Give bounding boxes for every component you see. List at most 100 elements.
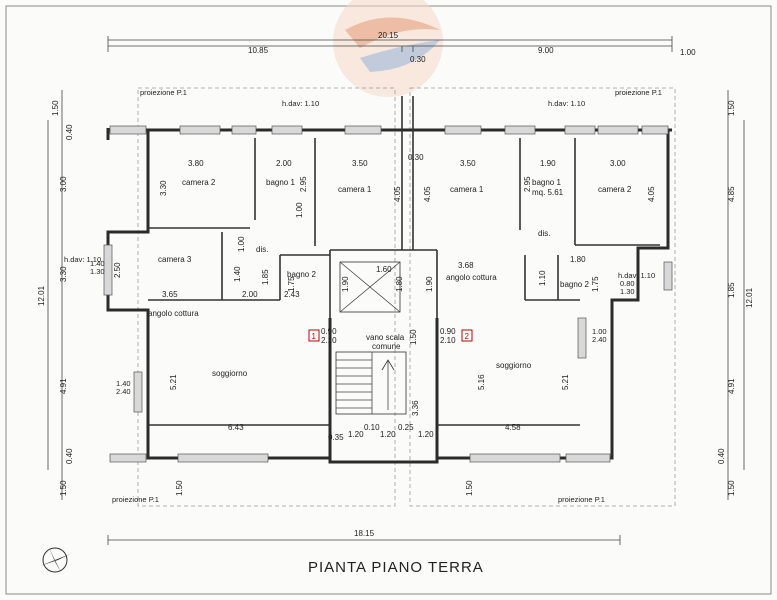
dim-010: 0.10: [364, 423, 380, 432]
dim-200b: 2.00: [242, 290, 258, 299]
door-2-width: 0.90: [440, 327, 456, 336]
dim-180: 1.80: [570, 255, 586, 264]
projection-label-tl: proiezione P.1: [140, 88, 187, 97]
dim-330: 3.30: [159, 180, 168, 196]
stair: [335, 261, 407, 415]
projection-label-br: proiezione P.1: [558, 495, 605, 504]
dim-total-bottom: 18.15: [354, 529, 375, 538]
dim-top-end: 1.00: [680, 48, 696, 57]
projection-box-left: [137, 87, 396, 507]
dim-left-h: 1.50: [59, 480, 68, 496]
dim-521b: 5.21: [561, 374, 570, 390]
dim-175a: 1.75: [287, 276, 296, 292]
room-camera-3: camera 3: [158, 255, 192, 264]
room-soggiorno-right: soggiorno: [496, 361, 532, 370]
dim-035: 0.35: [328, 433, 344, 442]
dim-110: 1.10: [538, 270, 547, 286]
room-camera-1-left: camera 1: [338, 185, 372, 194]
dim-left-b: 0.40: [65, 124, 74, 140]
projection-label-tr: proiezione P.1: [615, 88, 662, 97]
dim-120a: 1.20: [348, 430, 364, 439]
dim-right-c: 1.85: [727, 282, 736, 298]
room-comune: comune: [372, 342, 401, 351]
dim-right-f: 0.40: [717, 448, 726, 464]
drawing-title: PIANTA PIANO TERRA: [308, 559, 484, 576]
dim-185: 1.85: [261, 269, 270, 285]
door-1-height: 2.10: [321, 336, 337, 345]
dim-top-mid: 0.30: [410, 55, 426, 64]
dim-175b: 1.75: [591, 276, 600, 292]
dim-368: 3.68: [458, 261, 474, 270]
dim-643: 6.43: [228, 423, 244, 432]
agency-logo: [333, 0, 443, 97]
dim-295b: 2.95: [523, 176, 532, 192]
dim-140: 1.40: [233, 266, 242, 282]
room-soggiorno-left: soggiorno: [212, 369, 248, 378]
dim-top-right: 9.00: [538, 46, 554, 55]
dim-030: 0.30: [408, 153, 424, 162]
projection-label-bl: proiezione P.1: [112, 495, 159, 504]
room-bagno-1-right: bagno 1: [532, 178, 561, 187]
dim-120b: 1.20: [380, 430, 396, 439]
dim-right-d: 12.01: [745, 287, 754, 308]
dim-380: 3.80: [188, 159, 204, 168]
dim-left-f: 4.91: [59, 378, 68, 394]
dim-right-e: 4.91: [727, 378, 736, 394]
room-bagno-1-left: bagno 1: [266, 178, 295, 187]
dim-190b: 1.90: [341, 276, 350, 292]
dim-025: 0.25: [398, 423, 414, 432]
hdav-top-left: h.dav: 1.10: [282, 99, 319, 108]
room-camera-2-right: camera 2: [598, 185, 632, 194]
dim-190c: 1.90: [425, 276, 434, 292]
dim-left-e: 12.01: [37, 285, 46, 306]
hdav-right: h.dav: 1.10: [618, 271, 655, 280]
dim-350b: 3.50: [460, 159, 476, 168]
hdav-top-right: h.dav: 1.10: [548, 99, 585, 108]
door-1-width: 0.90: [321, 327, 337, 336]
interior-walls: [148, 96, 660, 426]
dim-516: 5.16: [477, 374, 486, 390]
room-dis-left: dis.: [256, 245, 268, 254]
compass-rose-icon: [40, 547, 70, 573]
dim-right-a: 1.50: [727, 100, 736, 116]
room-dis-right: dis.: [538, 229, 550, 238]
projection-box-right: [409, 87, 676, 507]
room-bagno-2-right: bagno 2: [560, 280, 589, 289]
dim-160: 1.60: [376, 265, 392, 274]
dim-250: 2.50: [113, 262, 122, 278]
windows: [103, 125, 673, 463]
dim-top-left: 10.85: [248, 46, 269, 55]
dim-left-d: 3.30: [59, 266, 68, 282]
dim-336: 3.36: [411, 400, 420, 416]
door-marker-2: [461, 329, 473, 342]
dim-100: 1.00: [237, 236, 246, 252]
room-bagno-2-left: bagno 2: [287, 270, 316, 279]
dim-350a: 3.50: [352, 159, 368, 168]
dim-right-g: 1.50: [727, 480, 736, 496]
dim-243: 2.43: [284, 290, 300, 299]
hdav-left: h.dav: 1.10: [64, 255, 101, 264]
dim-190: 1.90: [540, 159, 556, 168]
dim-295a: 2.95: [299, 176, 308, 192]
dim-150: 1.50: [409, 329, 418, 345]
door-marker-2-label: 2: [465, 332, 470, 341]
dim-bottom-150b: 1.50: [465, 480, 474, 496]
room-angolo-cottura-right: angolo cottura: [446, 273, 497, 282]
dim-365: 3.65: [162, 290, 178, 299]
dim-100b: 1.00: [295, 202, 304, 218]
room-camera-2-left: camera 2: [182, 178, 216, 187]
dim-total-top: 20.15: [378, 31, 399, 40]
dim-180v: 1.80: [395, 276, 404, 292]
dim-left-g: 0.40: [65, 448, 74, 464]
dim-300: 3.00: [610, 159, 626, 168]
dim-458: 4.58: [505, 423, 521, 432]
dim-left-a: 1.50: [51, 100, 60, 116]
dim-left-c: 3.00: [59, 176, 68, 192]
room-angolo-cottura-left: angolo cottura: [148, 309, 199, 318]
room-camera-1-right: camera 1: [450, 185, 484, 194]
